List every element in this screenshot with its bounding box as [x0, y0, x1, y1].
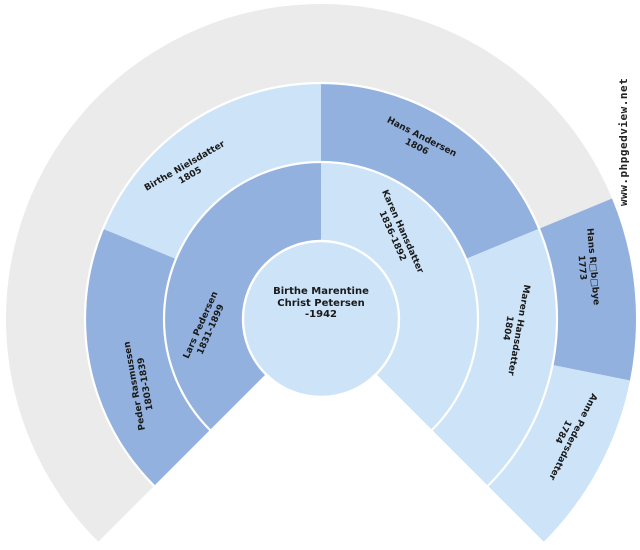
ring-separator: [83, 81, 559, 550]
sector-maren-hansdatter[interactable]: [432, 228, 558, 486]
center-person-label: Birthe Marentine: [273, 286, 369, 297]
center-person-label: Christ Petersen: [277, 298, 365, 309]
center-person-sector[interactable]: [241, 239, 401, 399]
empty-ancestor-ring: [6, 4, 613, 542]
sector-karen-hansdatter[interactable]: [321, 162, 479, 431]
sector-hans-andersen[interactable]: [321, 83, 540, 259]
sector-peder-rasmussen[interactable]: [84, 228, 210, 486]
center-person-label: -1942: [305, 309, 337, 320]
watermark: www.phpgedview.net: [617, 77, 630, 206]
ring-separator: [162, 160, 480, 478]
sector-hans-rbbye[interactable]: [539, 198, 637, 381]
sector-birthe-nielsdatter[interactable]: [102, 83, 322, 259]
sector-anne-pedersdatter[interactable]: [487, 365, 630, 542]
sector-lars-pedersen[interactable]: [163, 162, 321, 431]
